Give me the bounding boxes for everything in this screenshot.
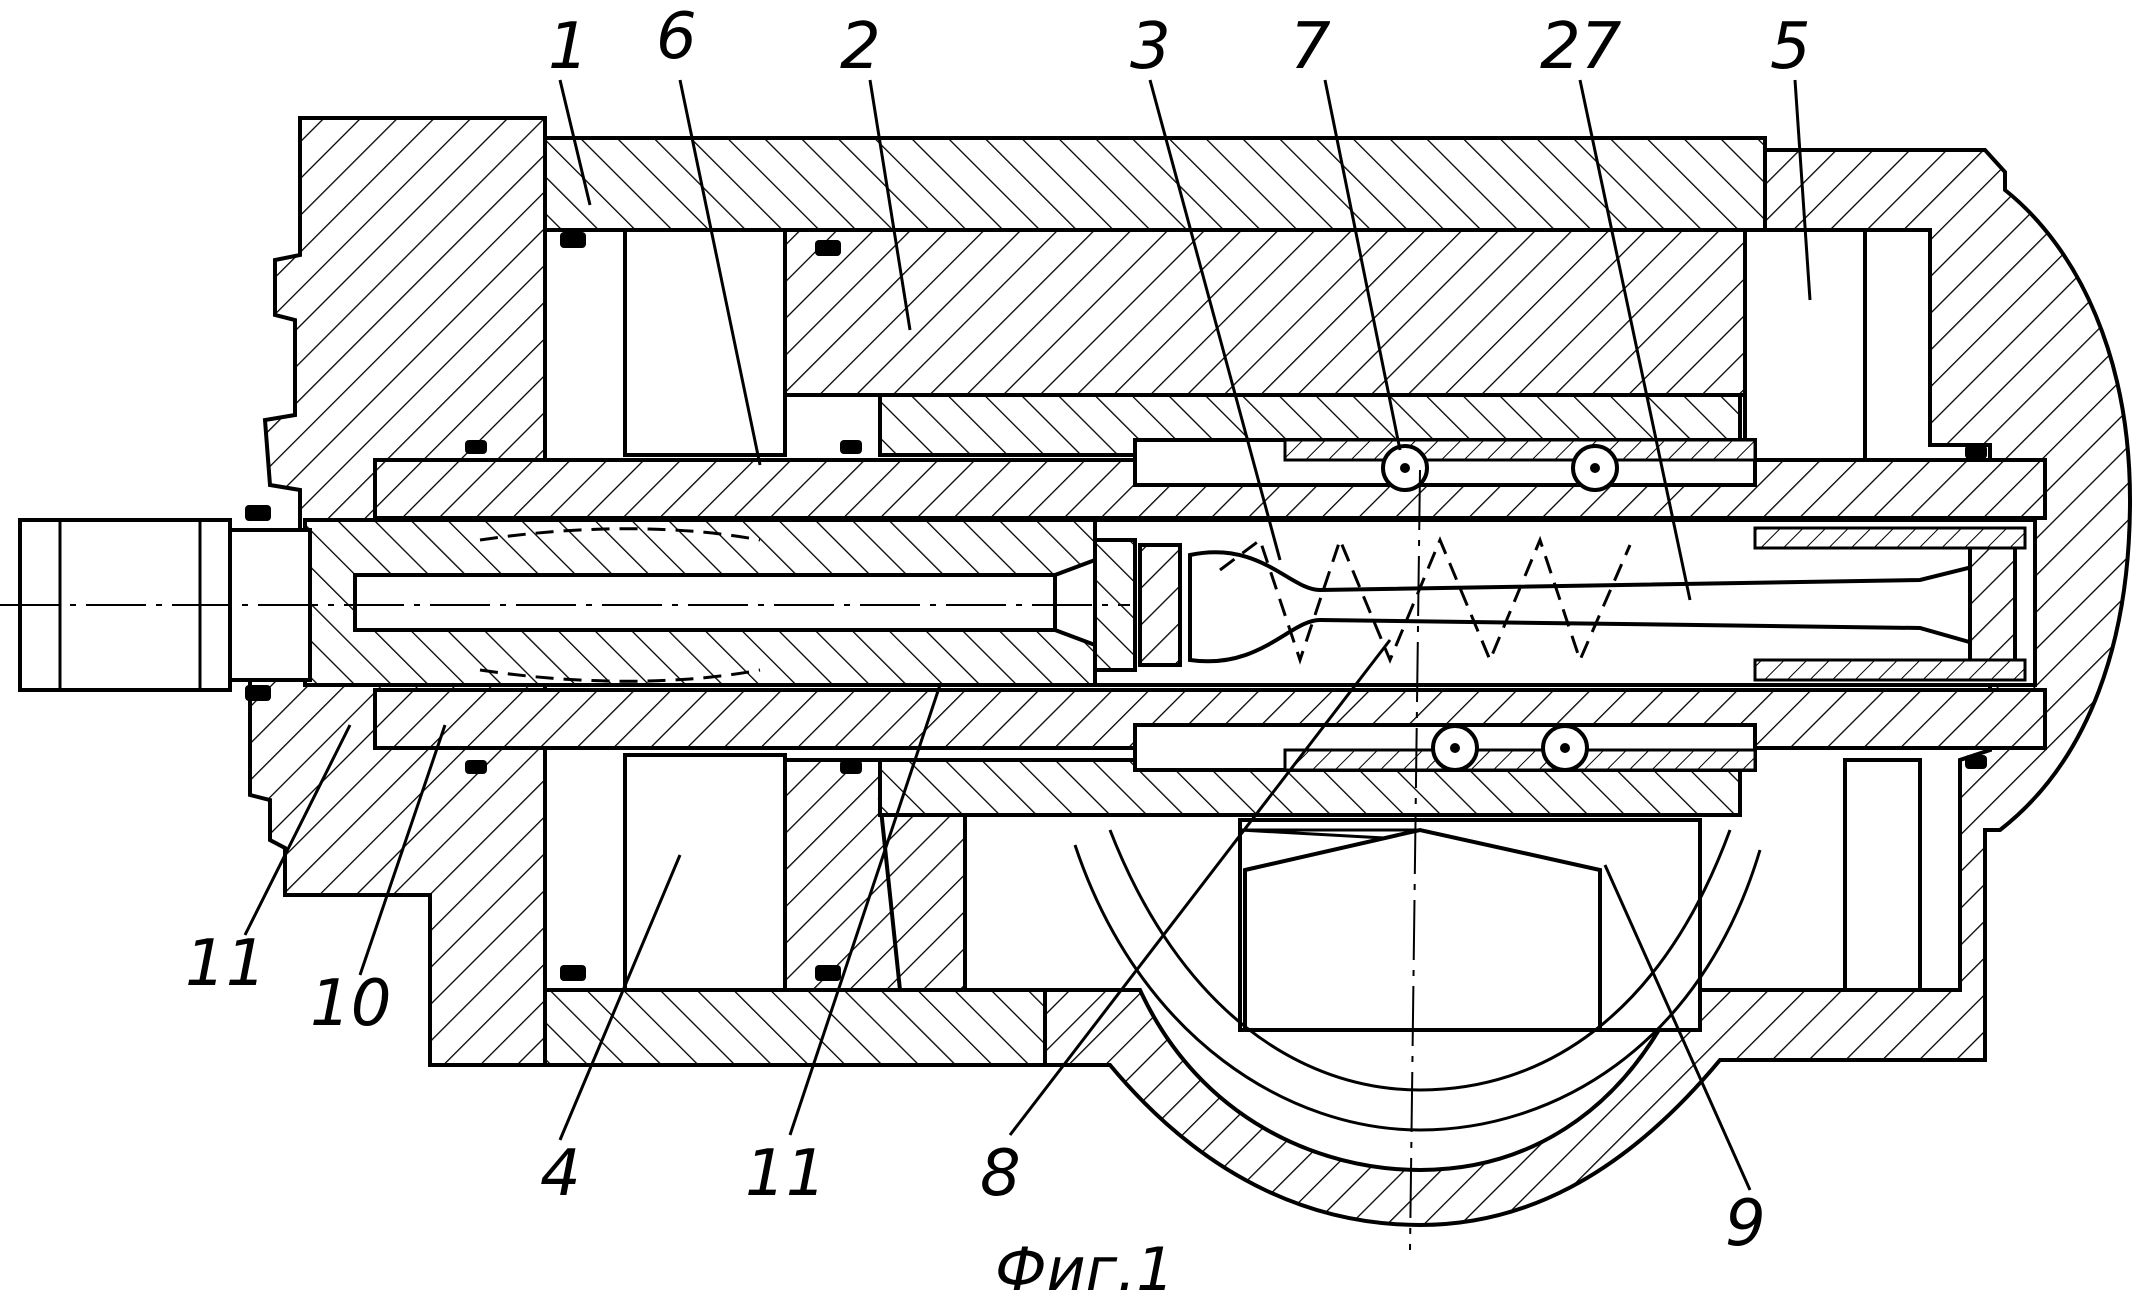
input-shaft [305, 520, 1095, 685]
callout-11-left: 11 [185, 927, 266, 1001]
callout-5: 5 [1770, 10, 1811, 84]
piston-upper [785, 230, 1745, 395]
callout-10: 10 [310, 967, 391, 1041]
callout-6: 6 [656, 0, 697, 74]
ball-screw-cavity [1095, 520, 2035, 685]
top-cap-ring [545, 138, 1765, 230]
callout-9: 9 [1725, 1187, 1766, 1261]
callout-7: 7 [1290, 10, 1331, 84]
callout-8: 8 [980, 1137, 1021, 1211]
callout-27: 27 [1540, 10, 1622, 84]
figure-caption: Фиг.1 [995, 1235, 1174, 1305]
callout-11-mid: 11 [745, 1137, 826, 1211]
callout-3: 3 [1130, 10, 1171, 84]
callout-4: 4 [540, 1137, 581, 1211]
callout-2: 2 [840, 10, 881, 84]
callout-1: 1 [548, 10, 589, 84]
